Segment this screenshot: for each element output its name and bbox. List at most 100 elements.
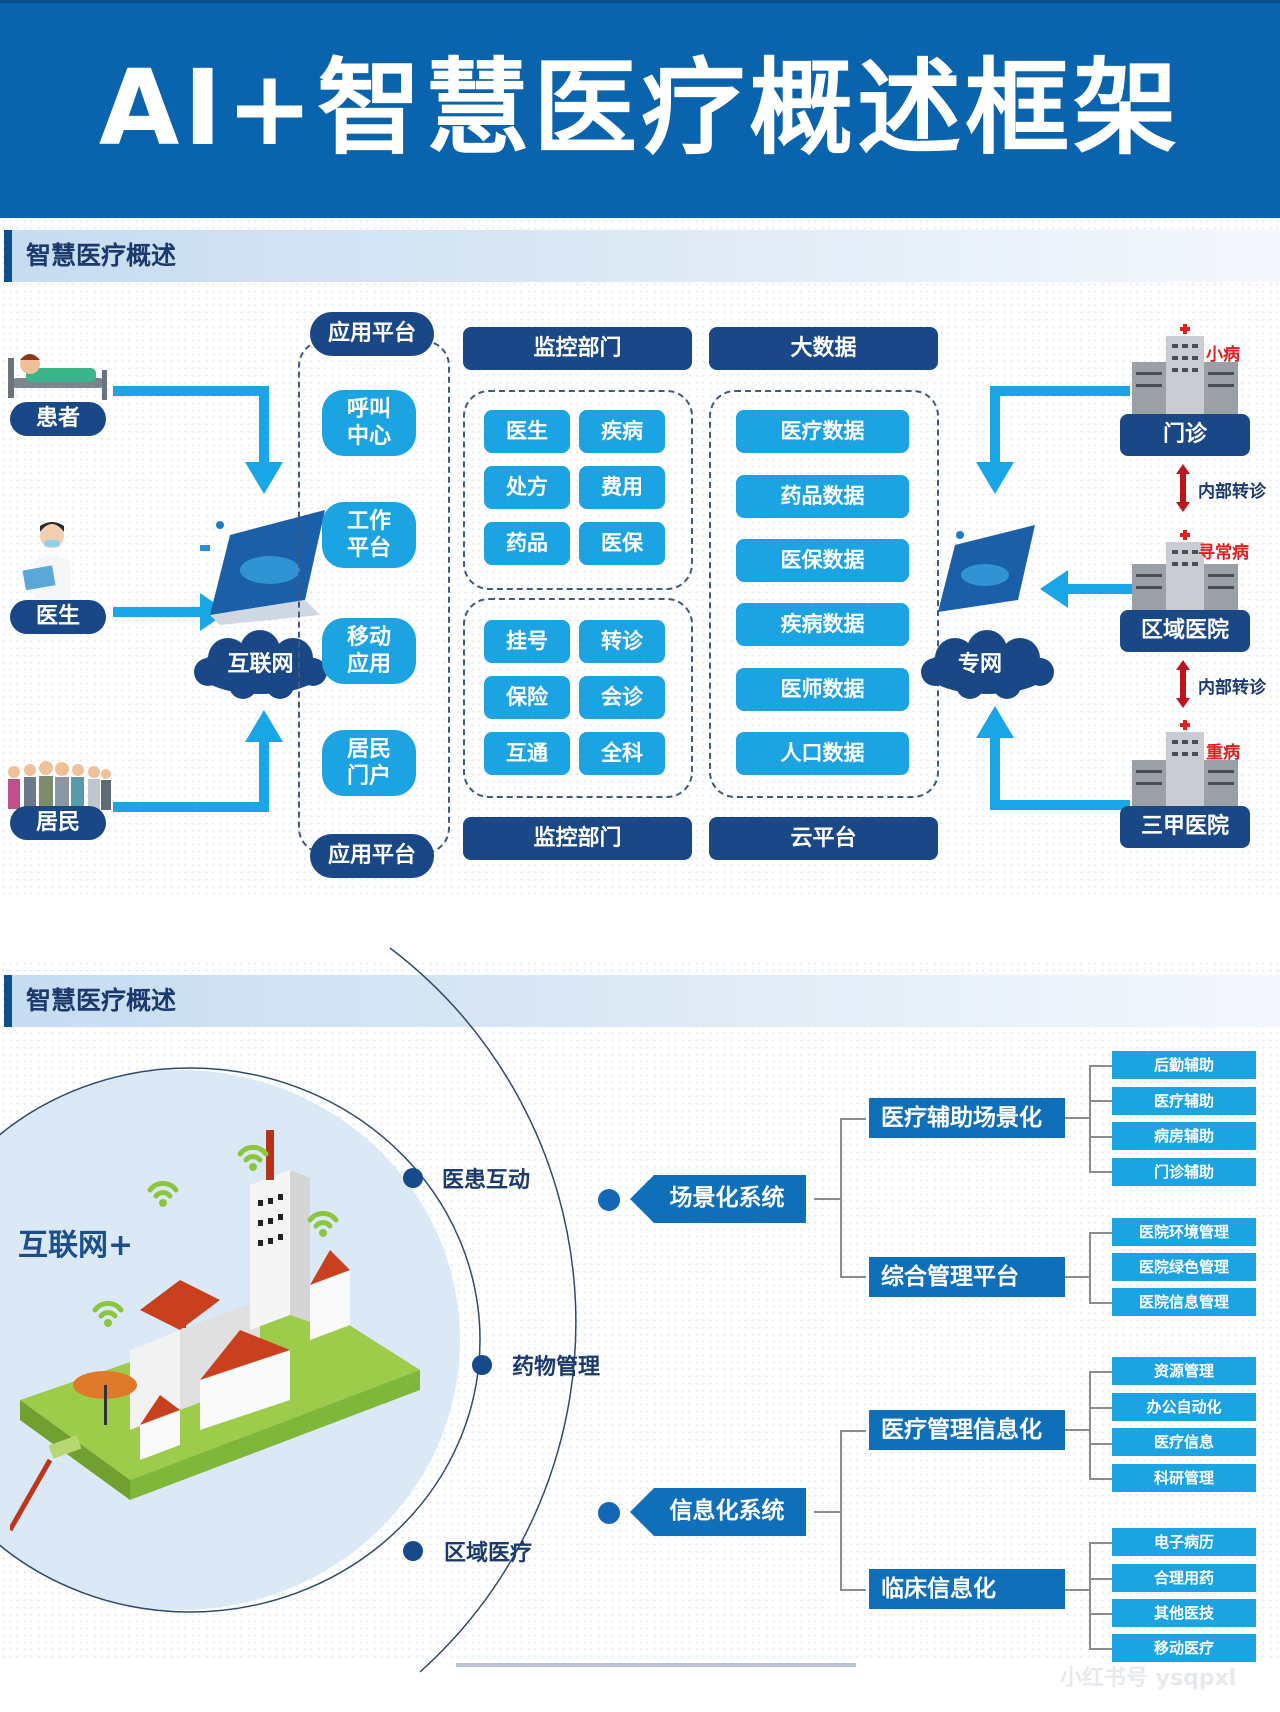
connector — [840, 1430, 866, 1432]
monitor-item: 保险 — [484, 676, 570, 719]
leaf-item: 医疗信息 — [1112, 1428, 1256, 1456]
leaf-item: 医院绿色管理 — [1112, 1253, 1256, 1281]
connector — [840, 1589, 866, 1591]
regional-arrow-line — [1060, 584, 1132, 594]
app-work-platform: 工作 平台 — [322, 502, 416, 568]
connector — [1065, 1117, 1089, 1119]
bottom-rule — [456, 1663, 856, 1667]
system-dot — [598, 1502, 620, 1524]
connector — [1089, 1171, 1113, 1173]
monitor-item: 疾病 — [579, 410, 665, 453]
private-network-label: 专网 — [957, 652, 1002, 677]
ring-item-doctor-patient: 医患互动 — [442, 1168, 531, 1193]
clinic-arrow-line — [990, 386, 1130, 396]
section2-heading: 智慧医疗概述 — [26, 986, 177, 1015]
arrow-head-up — [976, 706, 1014, 738]
system-tag-info: 信息化系统 — [630, 1488, 806, 1536]
section2-heading-bar: 智慧医疗概述 — [4, 975, 1280, 1027]
leaf-item: 医疗辅助 — [1112, 1087, 1256, 1115]
connector — [1065, 1429, 1089, 1431]
monitor-item: 互通 — [484, 732, 570, 775]
connector — [840, 1118, 866, 1120]
system-tag-scenario: 场景化系统 — [630, 1175, 806, 1223]
monitor-header: 监控部门 — [463, 327, 692, 370]
arrow-head-left — [1040, 570, 1068, 608]
referral-arrow-icon — [1176, 660, 1190, 708]
connector — [840, 1430, 842, 1590]
monitor-item: 全科 — [579, 732, 665, 775]
arrow-head-down — [976, 462, 1014, 494]
connector — [1089, 1100, 1113, 1102]
branch-medical-mgmt-info: 医疗管理信息化 — [869, 1410, 1065, 1450]
page-title: AI+智慧医疗概述框架 — [98, 47, 1182, 169]
connector — [1065, 1276, 1089, 1278]
patient-arrow-down — [259, 386, 269, 466]
connector — [1065, 1589, 1089, 1591]
connector — [814, 1198, 840, 1200]
monitor-item: 挂号 — [484, 620, 570, 663]
hospital-tertiary: 三甲医院 — [1120, 806, 1250, 848]
connector — [1089, 1136, 1113, 1138]
patient-arrow-line — [113, 386, 269, 396]
inner-ring — [0, 1067, 481, 1613]
cloud-platform-footer: 云平台 — [709, 817, 938, 860]
leaf-item: 门诊辅助 — [1112, 1158, 1256, 1186]
hospital-regional: 区域医院 — [1120, 610, 1250, 652]
internet-cloud-icon — [188, 630, 333, 702]
doctor-arrow-line — [113, 607, 203, 617]
actor-patient: 患者 — [10, 402, 106, 436]
ring-item-regional: 区域医疗 — [444, 1541, 533, 1566]
bigdata-group — [709, 390, 939, 798]
bigdata-item: 疾病数据 — [736, 603, 909, 646]
severity-minor: 小病 — [1206, 345, 1240, 365]
laptop-illustration-icon — [200, 505, 330, 625]
connector — [1089, 1542, 1091, 1649]
monitor-item: 医生 — [484, 410, 570, 453]
severity-common: 寻常病 — [1198, 543, 1249, 563]
connector — [1089, 1232, 1113, 1234]
severity-serious: 重病 — [1206, 743, 1240, 763]
internet-cloud-label: 互联网 — [227, 652, 294, 677]
ring-dot — [472, 1355, 492, 1375]
resident-arrow-line — [113, 802, 269, 812]
monitor-item: 费用 — [579, 466, 665, 509]
branch-integrated-mgmt: 综合管理平台 — [869, 1257, 1065, 1297]
hospital-clinic: 门诊 — [1120, 414, 1250, 456]
ring-dot — [403, 1541, 423, 1561]
tertiary-arrow-line — [990, 800, 1130, 810]
connector — [1089, 1578, 1113, 1580]
app-mobile: 移动 应用 — [322, 618, 416, 684]
outer-ring — [389, 947, 577, 1673]
internal-referral-label: 内部转诊 — [1198, 678, 1266, 698]
bigdata-item: 医保数据 — [736, 539, 909, 582]
arrow-head-down — [245, 462, 283, 494]
bigdata-item: 人口数据 — [736, 732, 909, 775]
connector — [1089, 1613, 1113, 1615]
hospital-building-icon — [1130, 322, 1240, 414]
clinic-arrow-down — [990, 386, 1000, 466]
connector — [1089, 1065, 1113, 1067]
leaf-item: 病房辅助 — [1112, 1122, 1256, 1150]
leaf-item: 医院环境管理 — [1112, 1218, 1256, 1246]
bigdata-header: 大数据 — [709, 327, 938, 370]
smart-city-illustration-icon — [7, 1110, 430, 1540]
app-platform-header: 应用平台 — [310, 312, 434, 356]
monitor-item: 医保 — [579, 522, 665, 565]
internal-referral-label: 内部转诊 — [1198, 482, 1266, 502]
connector — [1089, 1407, 1113, 1409]
connector — [1089, 1371, 1113, 1373]
app-resident-portal: 居民 门户 — [322, 730, 416, 796]
connector — [840, 1276, 866, 1278]
monitor-group-2 — [463, 598, 693, 798]
app-platform-footer: 应用平台 — [310, 834, 434, 878]
monitor-item: 转诊 — [579, 620, 665, 663]
hospital-building-icon — [1130, 530, 1240, 610]
residents-group-icon — [4, 760, 112, 810]
referral-arrow-icon — [1176, 464, 1190, 512]
leaf-item: 办公自动化 — [1112, 1393, 1256, 1421]
leaf-item: 后勤辅助 — [1112, 1051, 1256, 1079]
connector — [1089, 1065, 1091, 1173]
hospital-building-icon — [1130, 720, 1240, 806]
tertiary-arrow-up — [990, 734, 1000, 810]
monitor-group-1 — [463, 390, 693, 590]
